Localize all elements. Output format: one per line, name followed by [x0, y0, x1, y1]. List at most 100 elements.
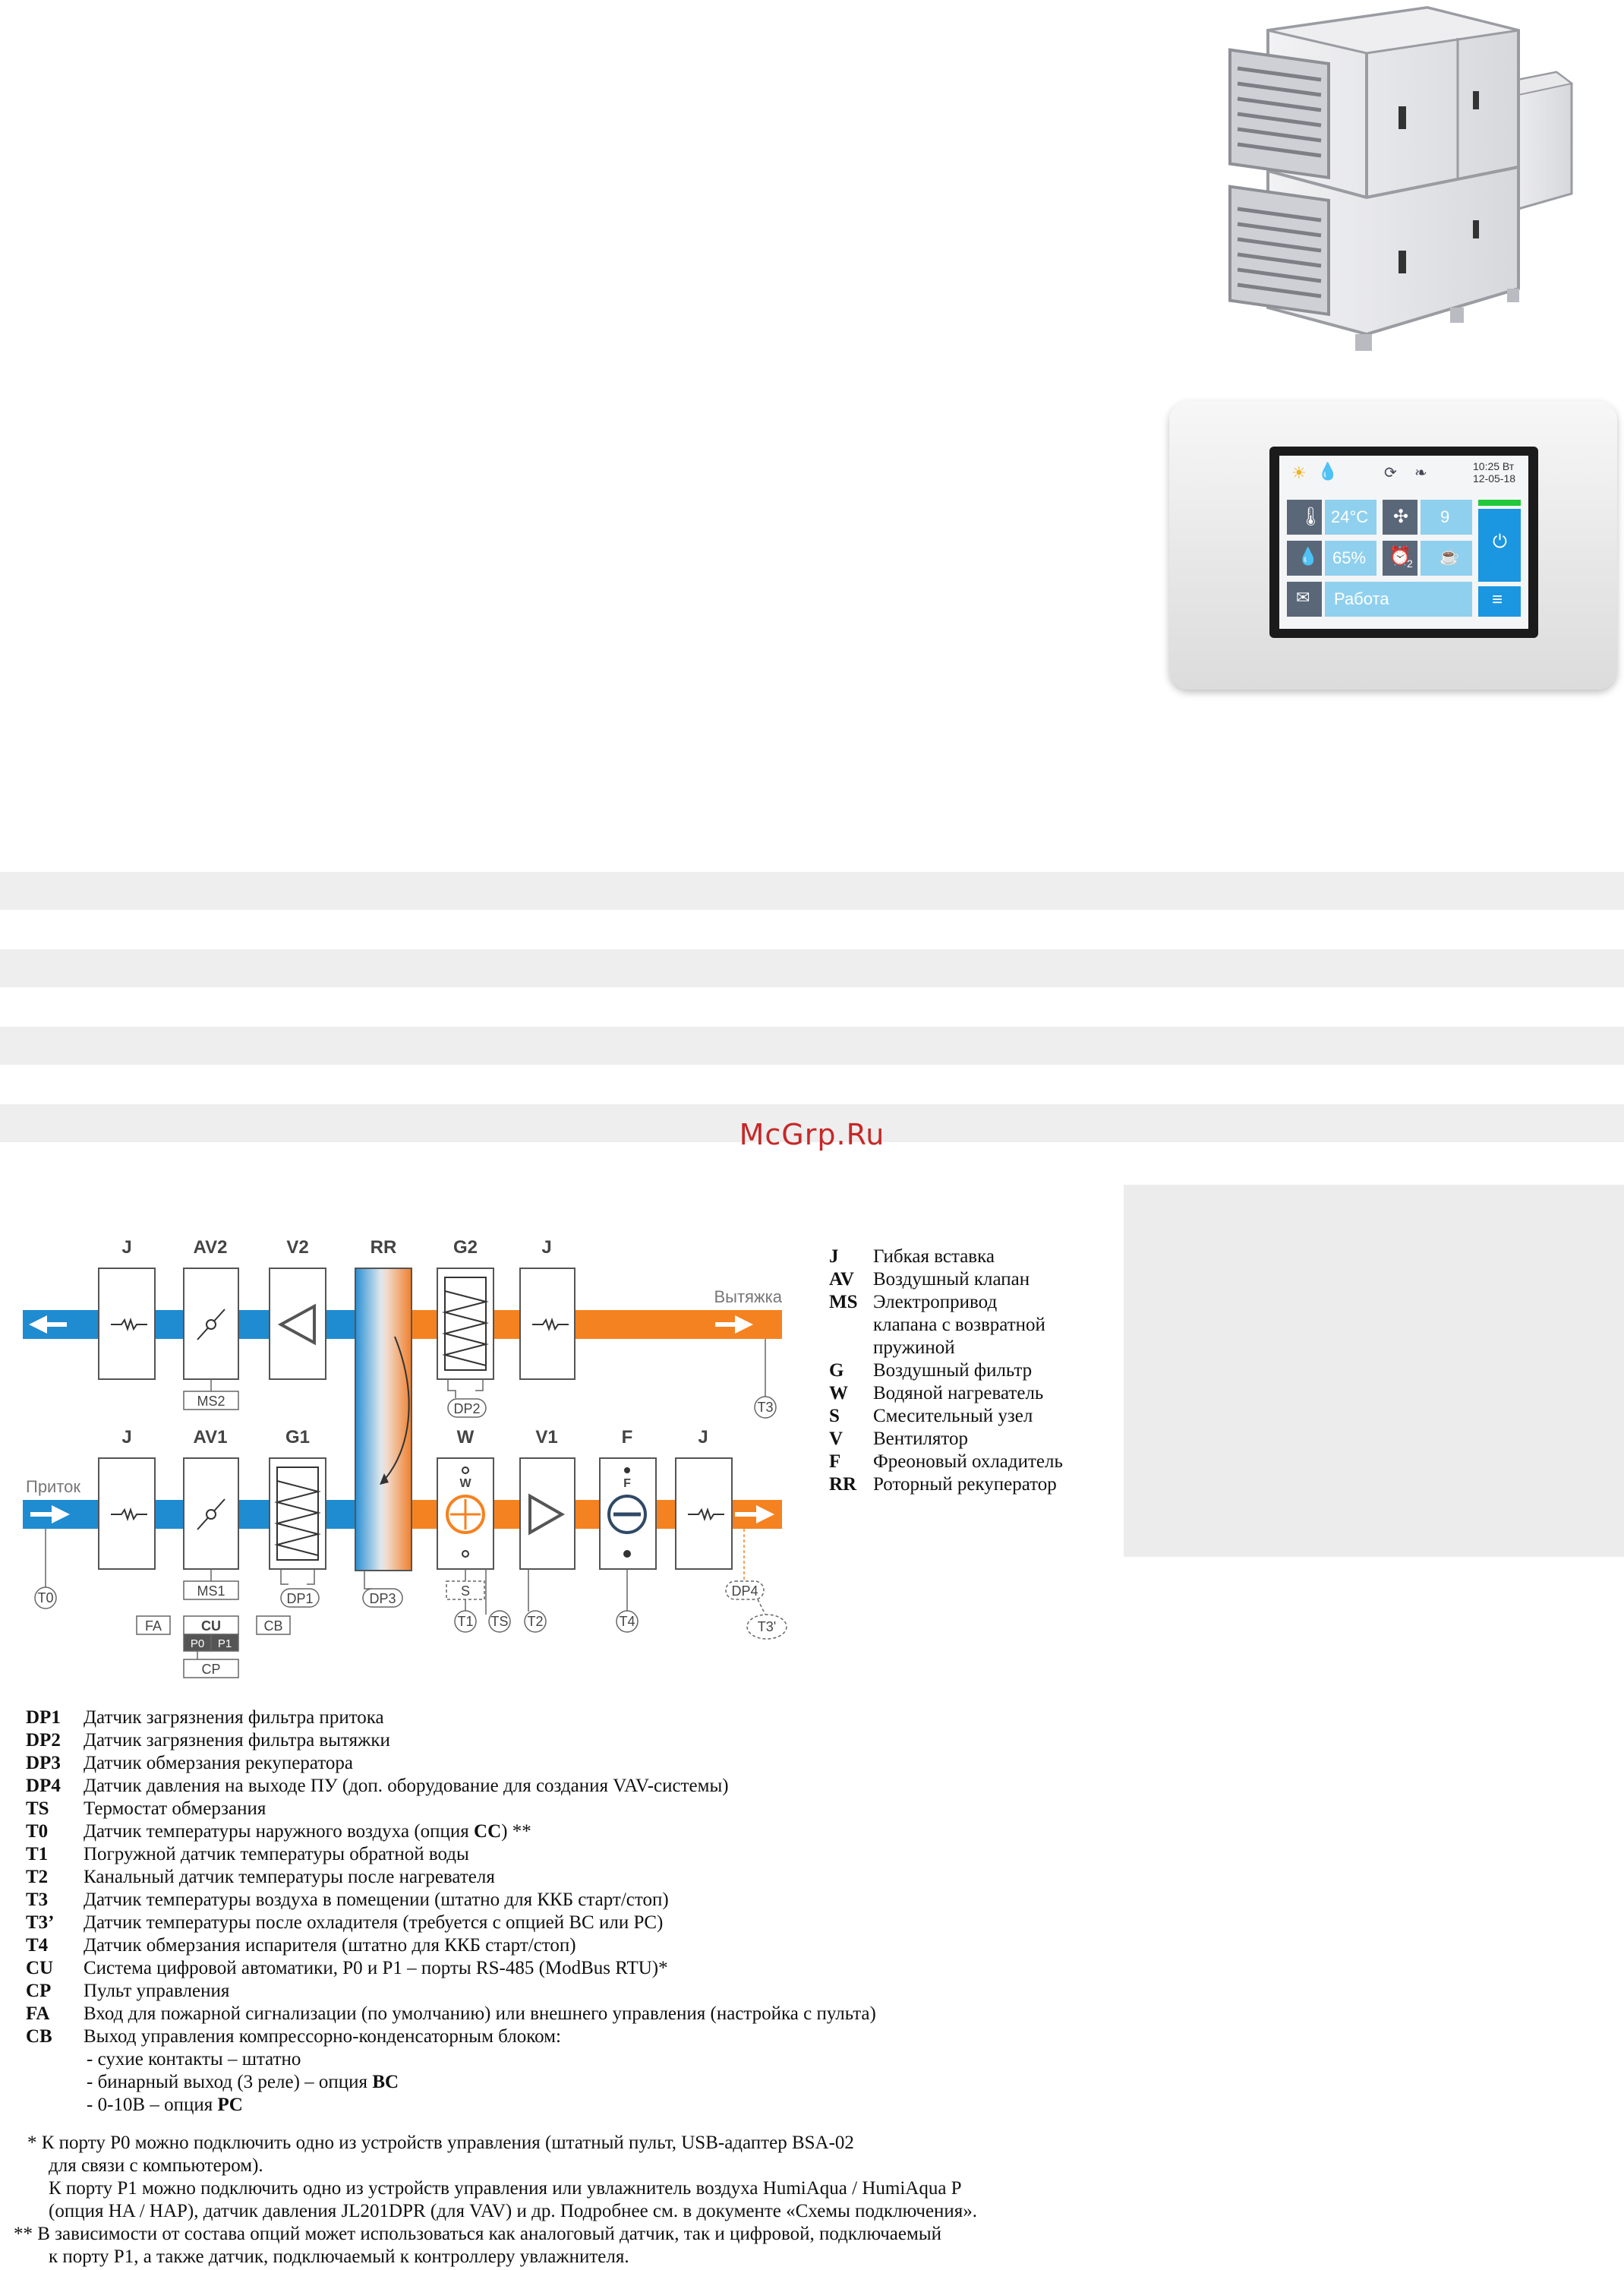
- menu-button[interactable]: [1478, 586, 1521, 617]
- sensor-ms2: MS2: [197, 1394, 225, 1409]
- watermark: McGrp.Ru: [739, 1118, 885, 1151]
- refresh-icon: ⟳: [1384, 465, 1397, 481]
- legend-key: V: [829, 1429, 844, 1449]
- menu-icon: ≡: [1492, 589, 1503, 610]
- legend-text: Воздушный фильтр: [873, 1360, 1033, 1381]
- fan-speed-value[interactable]: 9: [1440, 507, 1450, 526]
- legend-text: Смесительный узел: [873, 1406, 1033, 1426]
- legend-text: Датчик обмерзания испарителя (штатно для…: [84, 1935, 576, 1956]
- fire-alarm-input: FA: [145, 1618, 162, 1634]
- label-av2: AV2: [194, 1237, 228, 1258]
- leaf-icon: ❧: [1414, 465, 1427, 481]
- label-v1: V1: [535, 1427, 557, 1448]
- legend-key: T4: [26, 1935, 49, 1956]
- legend-key: MS: [829, 1292, 858, 1312]
- cb-option: - 0-10В – опция PC: [87, 2094, 243, 2117]
- port-p0: P0: [191, 1637, 204, 1650]
- footnote-line: ** В зависимости от состава опций может …: [14, 2224, 941, 2244]
- coffee-tile[interactable]: [1421, 541, 1472, 576]
- sensor-ms1: MS1: [197, 1583, 225, 1599]
- alarm-clock-icon: ⏰: [1389, 546, 1411, 567]
- label-j-bottom-1: J: [121, 1427, 131, 1448]
- legend-text: Пульт управления: [84, 1981, 230, 2001]
- legend-key: CB: [26, 2026, 52, 2047]
- legend-text: клапана с возвратной: [873, 1315, 1045, 1335]
- legend-key: CP: [26, 1981, 52, 2001]
- panel-date: 12-05-18: [1473, 472, 1516, 485]
- power-button[interactable]: [1478, 509, 1521, 582]
- heater-inner-label: W: [459, 1477, 471, 1490]
- sensor-t3-prime: T3': [758, 1619, 776, 1634]
- legend-key: G: [829, 1360, 844, 1381]
- label-g1: G1: [285, 1427, 310, 1448]
- panel-time: 10:25 Вт: [1473, 460, 1515, 472]
- control-panel-box: CP: [201, 1662, 220, 1677]
- legend-text: Вентилятор: [873, 1429, 969, 1449]
- label-j-bottom-2: J: [698, 1427, 708, 1448]
- legend-text-bold: CC: [474, 1821, 502, 1842]
- band-2: [0, 949, 1624, 987]
- footnote-line: * К порту P0 можно подключить одно из ус…: [27, 2133, 854, 2153]
- exhaust-label: Вытяжка: [714, 1287, 782, 1306]
- timer-number: 2: [1407, 557, 1413, 570]
- alarm-clock-tile[interactable]: [1383, 541, 1417, 576]
- legend-key: T2: [26, 1867, 49, 1887]
- legend-key: J: [829, 1246, 839, 1267]
- band-1: [0, 872, 1624, 910]
- legend-key: FA: [26, 2003, 50, 2024]
- sensor-t2: T2: [527, 1614, 543, 1629]
- label-w: W: [457, 1427, 475, 1448]
- cb-option: - сухие контакты – штатно: [87, 2048, 301, 2071]
- legend-text: Вход для пожарной сигнализации (по умолч…: [84, 2003, 876, 2024]
- legend-text: Погружной датчик температуры обратной во…: [84, 1844, 469, 1864]
- legend-key: DP4: [26, 1776, 61, 1796]
- power-icon: ⏻: [1493, 532, 1507, 552]
- legend-key: DP2: [26, 1730, 61, 1751]
- mail-icon: ✉: [1296, 588, 1310, 607]
- coffee-icon: ☕: [1439, 547, 1460, 566]
- legend-text: Фреоновый охладитель: [873, 1451, 1063, 1472]
- legend-text: Воздушный клапан: [873, 1269, 1030, 1290]
- fan-icon-tile[interactable]: [1383, 500, 1417, 535]
- legend-key: TS: [26, 1798, 49, 1819]
- sensor-s: S: [461, 1583, 470, 1599]
- cb-option-text: - 0-10В – опция: [87, 2095, 218, 2115]
- band-4: [0, 1104, 1624, 1142]
- legend-key: RR: [829, 1474, 857, 1495]
- legend-text: Датчик обмерзания рекуператора: [84, 1753, 353, 1773]
- legend-key: AV: [829, 1269, 854, 1290]
- label-g2: G2: [453, 1237, 478, 1258]
- legend-text: Водяной нагреватель: [873, 1383, 1044, 1403]
- label-rr: RR: [371, 1237, 397, 1258]
- sensor-ts: TS: [490, 1614, 508, 1629]
- temperature-icon-tile[interactable]: [1287, 500, 1322, 535]
- legend-text: Канальный датчик температуры после нагре…: [84, 1867, 495, 1887]
- legend-key: S: [829, 1406, 840, 1426]
- legend-text-pre: Датчик температуры наружного воздуха (оп…: [84, 1821, 475, 1842]
- legend-text: Электропривод: [873, 1292, 998, 1312]
- footnote-line: (опция HA / HAP), датчик давления JL201D…: [49, 2201, 978, 2221]
- cb-option-text: - сухие контакты – штатно: [87, 2049, 301, 2070]
- humidity-value[interactable]: 65%: [1332, 548, 1367, 567]
- control-panel-image: ☀ 💧 ⟳ ❧ 10:25 Вт 12-05-18 🌡 24°C ✣ 9 ⏻ 💧…: [1169, 401, 1617, 690]
- humidity-icon-tile[interactable]: [1287, 541, 1322, 576]
- sensor-t4: T4: [619, 1614, 635, 1629]
- control-unit: CU: [201, 1618, 221, 1634]
- sensor-dp1: DP1: [286, 1591, 313, 1606]
- legend-text: Система цифровой автоматики, P0 и P1 – п…: [84, 1958, 668, 1978]
- sun-icon: ☀: [1291, 463, 1307, 482]
- legend-key: T3’: [26, 1912, 55, 1933]
- mail-icon-tile[interactable]: [1287, 582, 1322, 617]
- temperature-value[interactable]: 24°C: [1331, 507, 1369, 526]
- legend-key: CU: [26, 1958, 54, 1978]
- status-value[interactable]: Работа: [1334, 589, 1389, 608]
- legend-key: T0: [26, 1821, 49, 1842]
- compressor-output: CB: [263, 1618, 282, 1634]
- label-av1: AV1: [194, 1427, 228, 1448]
- side-box: [1124, 1185, 1624, 1557]
- footnote-line: К порту P1 можно подключить одно из устр…: [49, 2178, 962, 2199]
- legend-text: Датчик давления на выходе ПУ (доп. обору…: [84, 1776, 729, 1796]
- footnote-line: для связи с компьютером).: [49, 2155, 263, 2176]
- legend-text: Датчик температуры после охладителя (тре…: [84, 1912, 664, 1933]
- footnote-line: к порту P1, а также датчик, подключаемый…: [49, 2246, 629, 2267]
